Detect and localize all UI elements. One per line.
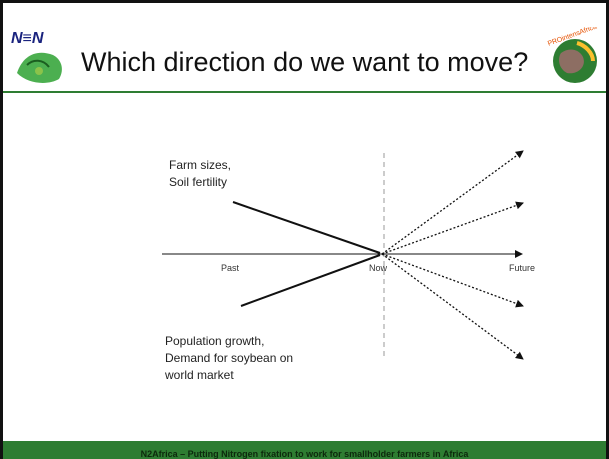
- axis-label-now: Now: [369, 263, 388, 273]
- upper-trend-label: Farm sizes, Soil fertility: [169, 157, 231, 191]
- title-bar: N≡N Which direction do we want to move? …: [3, 3, 606, 93]
- footer-text: N2Africa – Putting Nitrogen fixation to …: [140, 449, 469, 459]
- declining-trend-line: [232, 201, 381, 254]
- lower-trend-label-line-3: world market: [165, 368, 234, 382]
- axis-label-past: Past: [221, 263, 240, 273]
- future-direction-arrow-4: [381, 253, 524, 360]
- upper-trend-label-line-2: Soil fertility: [169, 175, 228, 189]
- footer-bar: N2Africa – Putting Nitrogen fixation to …: [3, 441, 606, 459]
- increasing-trend-line: [240, 254, 381, 307]
- future-direction-arrow-2: [381, 201, 524, 255]
- axis-label-future: Future: [509, 263, 536, 273]
- prointensafrica-logo: PROintensAfrica: [547, 27, 598, 83]
- future-direction-arrow-1: [381, 150, 524, 255]
- n2africa-logo: N≡N: [11, 30, 62, 83]
- upper-trend-label-line-1: Farm sizes,: [169, 158, 232, 172]
- slide-title: Which direction do we want to move?: [81, 47, 529, 77]
- future-direction-arrow-3: [381, 253, 524, 308]
- svg-text:N≡N: N≡N: [11, 30, 44, 47]
- lower-trend-label-line-1: Population growth,: [165, 334, 265, 348]
- direction-diagram: [162, 150, 524, 360]
- lower-trend-label: Population growth, Demand for soybean on…: [165, 333, 293, 384]
- lower-trend-label-line-2: Demand for soybean on: [165, 351, 294, 365]
